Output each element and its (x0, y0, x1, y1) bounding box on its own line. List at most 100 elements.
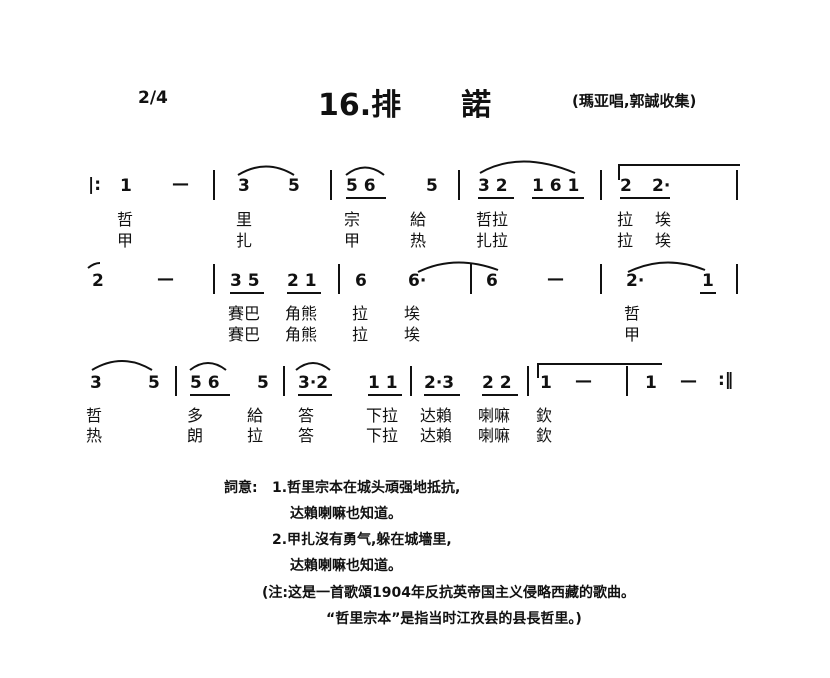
note: 5 (288, 176, 300, 196)
bar-line (410, 366, 412, 396)
bar-line (527, 366, 529, 396)
bar-line (330, 170, 332, 200)
lyric: 哲 (624, 304, 641, 323)
lyric: 达賴 (420, 426, 453, 445)
slur (627, 261, 706, 273)
note: 2 (620, 176, 632, 196)
note: — (172, 174, 189, 194)
lyric: 埃 (404, 304, 421, 323)
bar-line (736, 264, 738, 294)
lyric: 拉 (617, 231, 634, 250)
lyric: 拉 (617, 210, 634, 229)
bar-line (470, 264, 472, 294)
bar-line (626, 366, 628, 396)
tie-bracket (537, 363, 662, 378)
lyric: 角熊 (285, 304, 318, 323)
note: — (575, 371, 592, 391)
underline (478, 197, 514, 199)
lyric: 扎 (236, 231, 253, 250)
note: 2 (92, 271, 104, 291)
note: 6 (355, 271, 367, 291)
slur (295, 362, 331, 371)
slur (417, 261, 499, 273)
lyric: 下拉 (366, 406, 399, 425)
lyric: 哲拉 (476, 210, 509, 229)
repeat-start-sign: |: (88, 175, 102, 195)
lyric: 欽 (536, 406, 553, 425)
lyric: 喇嘛 (478, 426, 511, 445)
lyric: 給 (247, 406, 264, 425)
lyric: 哲 (117, 210, 134, 229)
note: 1 1 (368, 373, 398, 393)
lyric: 甲 (117, 231, 134, 250)
note: 3 (90, 373, 102, 393)
slur (91, 360, 153, 371)
note: 5 (148, 373, 160, 393)
underline (532, 197, 584, 199)
song-title: 16.排 諾 (318, 88, 492, 123)
bar-line (283, 366, 285, 396)
lyric: 答 (298, 406, 315, 425)
bar-line (213, 264, 215, 294)
lyric: 扎拉 (476, 231, 509, 250)
bar-line (213, 170, 215, 200)
lyric: 埃 (655, 210, 672, 229)
meaning-verse-2-cont: 达賴喇嘛也知道。 (290, 558, 402, 574)
note: 1 (645, 373, 657, 393)
note: 2· (626, 271, 645, 291)
time-signature: 2/4 (138, 88, 168, 108)
lyric: 拉 (247, 426, 264, 445)
note: 3 5 (230, 271, 260, 291)
note: 5 6 (190, 373, 220, 393)
lyric: 达賴 (420, 406, 453, 425)
lyric: 热 (86, 426, 103, 445)
lyric: 甲 (344, 231, 361, 250)
note: 1 (540, 373, 552, 393)
tie-bracket (618, 164, 740, 180)
note: 2 2 (482, 373, 512, 393)
lyric: 多 (187, 406, 204, 425)
note: 2·3 (424, 373, 455, 393)
underline (482, 394, 518, 396)
lyric: 給 (410, 210, 427, 229)
note: 2· (652, 176, 671, 196)
meaning-label: 詞意: (224, 480, 258, 496)
footnote: (注:这是一首歌頌1904年反抗英帝国主义侵略西藏的歌曲。 (262, 585, 635, 601)
lyric: 甲 (624, 325, 641, 344)
repeat-end-sign: :‖ (718, 370, 734, 390)
lyric: 拉 (352, 325, 369, 344)
slur (479, 160, 576, 174)
slur (237, 165, 295, 176)
meaning-verse-2: 2.甲扎沒有勇气,躲在城墻里, (272, 532, 452, 548)
lyric: 宗 (344, 210, 361, 229)
underline (368, 394, 402, 396)
underline (346, 197, 386, 199)
underline (620, 197, 670, 199)
bar-line (338, 264, 340, 294)
underline (190, 394, 230, 396)
bar-line (600, 170, 602, 200)
underline (298, 394, 332, 396)
note: 1 (702, 271, 714, 291)
slur (87, 262, 101, 269)
footnote-cont: “哲里宗本”是指当时江孜县的县長哲里。) (326, 611, 582, 627)
slur (189, 362, 227, 371)
slur (345, 166, 385, 176)
underline (230, 292, 264, 294)
note: 5 (426, 176, 438, 196)
note: 2 1 (287, 271, 317, 291)
lyric: 下拉 (366, 426, 399, 445)
bar-line (600, 264, 602, 294)
note: — (547, 269, 564, 289)
lyric: 角熊 (285, 325, 318, 344)
note: 6· (408, 271, 427, 291)
lyric: 热 (410, 231, 427, 250)
lyric: 哲 (86, 406, 103, 425)
lyric: 拉 (352, 304, 369, 323)
lyric: 埃 (655, 231, 672, 250)
underline (287, 292, 321, 294)
note: 1 (120, 176, 132, 196)
meaning-verse-1-cont: 达賴喇嘛也知道。 (290, 506, 402, 522)
underline (424, 394, 460, 396)
